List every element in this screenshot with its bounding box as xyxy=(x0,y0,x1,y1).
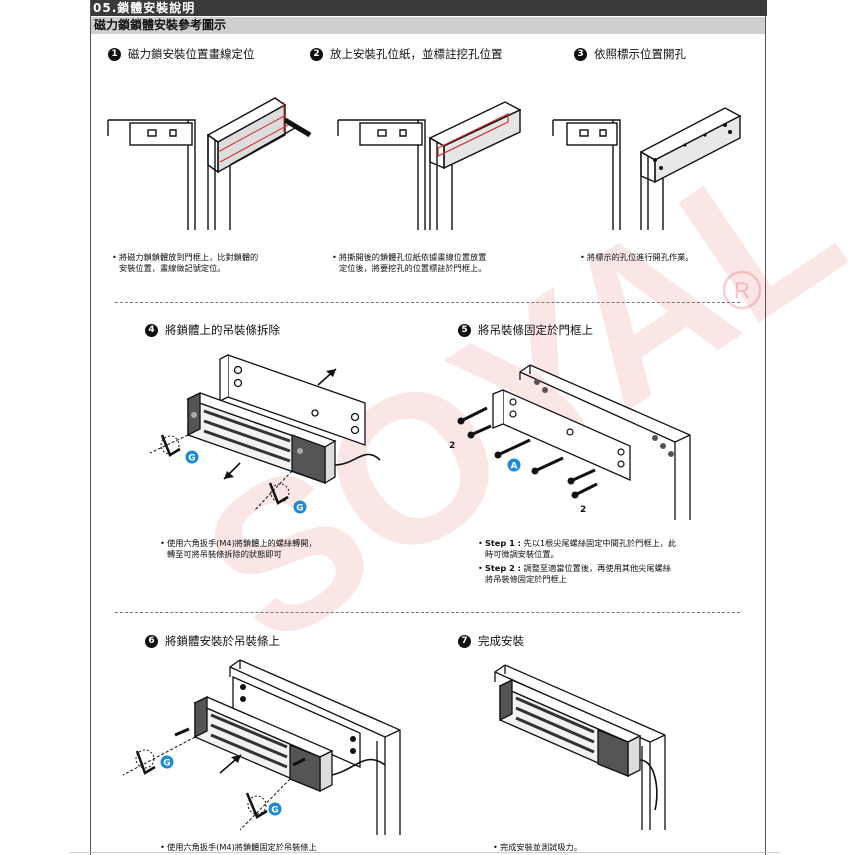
step-5-badge-a-text: A xyxy=(511,462,518,472)
step-7-note-line-1: 完成安裝並測試吸力。 xyxy=(500,842,582,852)
step-7-heading: 7 完成安裝 xyxy=(458,633,524,649)
section-subtitle: 磁力鎖鎖體安裝參考圖示 xyxy=(91,17,765,34)
step-5-step1-text: 先以1根尖尾螺絲固定中間孔於門框上，此 xyxy=(523,538,677,548)
page-bottom-line xyxy=(70,852,780,853)
step-1-note-line-1: 將磁力鎖鎖體放到門框上，比對鎖體的 xyxy=(119,252,259,262)
step-2-number: 2 xyxy=(310,47,323,61)
step-5-label-2-right: 2 xyxy=(580,505,587,515)
step-7-number: 7 xyxy=(458,634,471,648)
step-3-notes: •將標示的孔位進行開孔作業。 xyxy=(580,252,694,262)
step-6-badge-g-2-text: G xyxy=(271,806,278,816)
step-3-note-line-1: 將標示的孔位進行開孔作業。 xyxy=(587,252,694,262)
step-2-title: 放上安裝孔位紙，並標註挖孔位置 xyxy=(330,47,503,61)
step-6-note-line-1: 使用六角扳手(M4)將鎖體固定於吊裝條上 xyxy=(167,842,317,852)
step-6-badge-g-1: G xyxy=(160,755,174,769)
step-5-step2-text: 調整至適當位置後，再使用其他尖尾螺絲 xyxy=(523,563,671,573)
step-3-title: 依照標示位置開孔 xyxy=(594,47,686,61)
step-4-badge-g-1: G xyxy=(185,450,199,464)
step-2-note-line-2: 定位後，將要挖孔的位置標註於門框上。 xyxy=(339,263,487,273)
step-5-step1-label: Step 1 : xyxy=(485,538,521,548)
step-6-badge-g-2: G xyxy=(268,802,282,816)
step-6-title: 將鎖體安裝於吊裝條上 xyxy=(165,634,280,648)
step-6-badge-g-1-text: G xyxy=(163,759,170,769)
step-5-title: 將吊裝條固定於門框上 xyxy=(478,323,593,337)
step-5-step2-label: Step 2 : xyxy=(485,563,521,573)
step-5-badge-a: A xyxy=(507,458,521,472)
section-title: 05.鎖體安裝說明 xyxy=(91,0,767,16)
step-5-notes: •Step 1 : 先以1根尖尾螺絲固定中間孔於門框上，此 時可微調安裝位置。 … xyxy=(478,538,677,584)
step-1-heading: 1 磁力鎖安裝位置畫線定位 xyxy=(108,46,255,62)
step-1-number: 1 xyxy=(108,47,121,61)
step-2-illustration xyxy=(337,101,522,230)
step-4-heading: 4 將鎖體上的吊裝條拆除 xyxy=(145,322,280,338)
step-3-illustration xyxy=(552,107,742,230)
step-4-title: 將鎖體上的吊裝條拆除 xyxy=(165,323,280,337)
step-1-notes: •將磁力鎖鎖體放到門框上，比對鎖體的 安裝位置，畫線做記號定位。 xyxy=(112,252,259,273)
step-6-notes: •使用六角扳手(M4)將鎖體固定於吊裝條上 xyxy=(160,842,317,852)
step-5-label-2-left: 2 xyxy=(449,441,456,451)
step-7-notes: •完成安裝並測試吸力。 xyxy=(493,842,582,852)
step-4-note-line-2: 轉至可將吊裝條拆除的狀態即可 xyxy=(167,549,282,559)
step-4-badge-g-2-text: G xyxy=(296,504,303,514)
step-5-step2-text-2: 將吊裝條固定於門框上 xyxy=(485,574,567,584)
step-4-notes: •使用六角扳手(M4)將鎖體上的螺絲轉開， 轉至可將吊裝條拆除的狀態即可 xyxy=(160,538,317,559)
step-2-note-line-1: 將撕開後的鎖體孔位紙依據畫線位置放置 xyxy=(339,252,487,262)
step-2-notes: •將撕開後的鎖體孔位紙依據畫線位置放置 定位後，將要挖孔的位置標註於門框上。 xyxy=(332,252,487,273)
step-4-number: 4 xyxy=(145,323,158,337)
step-1-note-line-2: 安裝位置，畫線做記號定位。 xyxy=(119,263,226,273)
step-5-number: 5 xyxy=(458,323,471,337)
step-6-heading: 6 將鎖體安裝於吊裝條上 xyxy=(145,633,280,649)
step-5-heading: 5 將吊裝條固定於門框上 xyxy=(458,322,593,338)
step-4-illustration xyxy=(149,354,381,512)
step-6-number: 6 xyxy=(145,634,158,648)
step-3-heading: 3 依照標示位置開孔 xyxy=(574,46,686,62)
step-1-title: 磁力鎖安裝位置畫線定位 xyxy=(128,47,255,61)
step-5-illustration xyxy=(457,364,691,520)
step-7-title: 完成安裝 xyxy=(478,634,524,648)
step-4-badge-g-2: G xyxy=(293,500,307,514)
step-7-illustration xyxy=(494,664,666,830)
step-4-badge-g-1-text: G xyxy=(188,454,195,464)
step-2-heading: 2 放上安裝孔位紙，並標註挖孔位置 xyxy=(310,46,503,62)
step-5-step1-text-2: 時可微調安裝位置。 xyxy=(485,549,559,559)
divider-2 xyxy=(115,612,740,613)
step-3-number: 3 xyxy=(574,47,587,61)
document-frame: 05.鎖體安裝說明 磁力鎖鎖體安裝參考圖示 xyxy=(90,0,767,855)
step-6-illustration xyxy=(122,659,401,835)
step-4-note-line-1: 使用六角扳手(M4)將鎖體上的螺絲轉開， xyxy=(167,538,317,548)
divider-1 xyxy=(115,302,740,303)
step-1-illustration xyxy=(107,97,312,230)
